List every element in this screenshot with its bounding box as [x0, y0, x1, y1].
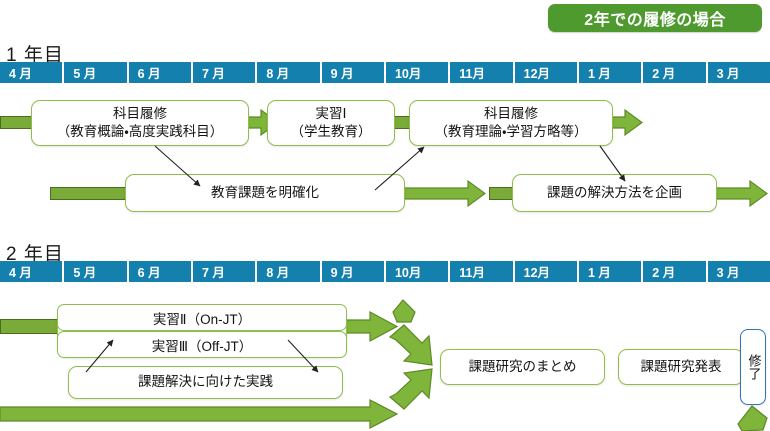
month-cell-y2-11: 11月 — [450, 261, 513, 282]
box-kadai-kenkyu-happyo[interactable]: 課題研究発表 — [618, 349, 744, 385]
box-kadai-kenkyu-happyo-label: 課題研究発表 — [640, 358, 722, 374]
month-cell-y2-8: 8 月 — [257, 261, 320, 282]
month-cell-y1-3: 3 月 — [707, 62, 770, 83]
year-1-month-bar: 4 月 5 月 6 月 7 月 8 月 9 月 10月 11月 12月 1 月 … — [0, 62, 770, 83]
box-shuryo-label: 修了 — [746, 354, 762, 380]
bar-y1r1-start — [0, 116, 34, 129]
year-2-label: 2 年目 — [6, 244, 64, 265]
month-cell-y1-11: 11月 — [450, 62, 513, 83]
month-cell-y1-5: 5 月 — [64, 62, 127, 83]
box-kyoiku-kadai-label: 教育課題を明確化 — [211, 184, 319, 200]
month-cell-y1-2: 2 月 — [643, 62, 706, 83]
box-kamoku-rishu-1-line1: 科目履修 — [113, 105, 167, 121]
month-cell-y2-9: 9 月 — [321, 261, 384, 282]
arrow-y2-diag-small — [392, 299, 416, 323]
bar-y2-start — [0, 319, 60, 334]
box-kadai-jissen-label: 課題解決に向けた実践 — [138, 374, 273, 390]
month-cell-y2-4: 4 月 — [0, 261, 63, 282]
box-kaiketsu-kikaku-label: 課題の解決方法を企画 — [547, 184, 682, 200]
month-cell-y1-10: 10月 — [385, 62, 449, 83]
box-kadai-kenkyu-matome[interactable]: 課題研究のまとめ — [440, 349, 605, 385]
arrow-y2-diag-up — [388, 368, 433, 410]
box-kamoku-rishu-1[interactable]: 科目履修 （教育概論・高度実践科目） — [31, 100, 249, 146]
box-kadai-kenkyu-matome-label: 課題研究のまとめ — [468, 358, 577, 374]
box-jisshu-1[interactable]: 実習Ⅰ （学生教育） — [267, 100, 395, 146]
box-jisshu-1-line2: （学生教育） — [290, 124, 372, 139]
month-cell-y2-7: 7 月 — [192, 261, 256, 282]
month-cell-y2-6: 6 月 — [128, 261, 191, 282]
box-jisshu-1-line1: 実習Ⅰ — [315, 105, 347, 121]
box-kadai-jissen[interactable]: 課題解決に向けた実践 — [68, 366, 343, 399]
month-cell-y1-6: 6 月 — [128, 62, 191, 83]
box-kamoku-rishu-2-line1: 科目履修 — [484, 105, 538, 121]
bar-y1r2-start — [50, 187, 134, 200]
box-kamoku-rishu-2-line2: （教育理論・学習方略等） — [434, 124, 588, 139]
month-cell-y2-12: 12月 — [514, 261, 577, 282]
box-kamoku-rishu-2[interactable]: 科目履修 （教育理論・学習方略等） — [409, 100, 613, 146]
box-shuryo[interactable]: 修了 — [740, 329, 766, 405]
month-cell-y2-1: 1 月 — [578, 261, 642, 282]
arrow-y1r2-a — [399, 179, 487, 208]
month-cell-y2-2: 2 月 — [643, 261, 706, 282]
month-cell-y1-12: 12月 — [514, 62, 577, 83]
box-jisshu-3-label: 実習Ⅲ（Off-JT） — [151, 338, 253, 354]
arrow-y2-end-diag — [737, 405, 768, 431]
year-1-label: 1 年目 — [6, 45, 64, 66]
month-cell-y2-5: 5 月 — [64, 261, 127, 282]
box-jisshu-2-label: 実習Ⅱ（On-JT） — [152, 311, 252, 327]
year-2-month-bar: 4 月 5 月 6 月 7 月 8 月 9 月 10月 11月 12月 1 月 … — [0, 261, 770, 282]
month-cell-y1-7: 7 月 — [192, 62, 256, 83]
arrow-y1r1-b — [608, 108, 644, 137]
month-cell-y1-9: 9 月 — [321, 62, 384, 83]
box-kaiketsu-kikaku[interactable]: 課題の解決方法を企画 — [512, 174, 717, 212]
box-kamoku-rishu-1-line2: （教育概論・高度実践科目） — [56, 124, 224, 139]
month-cell-y1-8: 8 月 — [257, 62, 320, 83]
box-jisshu-2[interactable]: 実習Ⅱ（On-JT） — [57, 304, 347, 331]
box-jisshu-3[interactable]: 実習Ⅲ（Off-JT） — [57, 331, 347, 358]
month-cell-y2-3: 3 月 — [707, 261, 770, 282]
arrow-y1r2-b — [711, 179, 769, 208]
month-cell-y1-1: 1 月 — [578, 62, 642, 83]
month-cell-y2-10: 10月 — [385, 261, 449, 282]
arrow-y2-bottom — [0, 399, 399, 429]
arrow-y2-diag-down — [388, 324, 433, 366]
title-pill: 2年での履修の場合 — [548, 4, 762, 32]
month-cell-y1-4: 4 月 — [0, 62, 63, 83]
box-kyoiku-kadai[interactable]: 教育課題を明確化 — [125, 174, 405, 212]
